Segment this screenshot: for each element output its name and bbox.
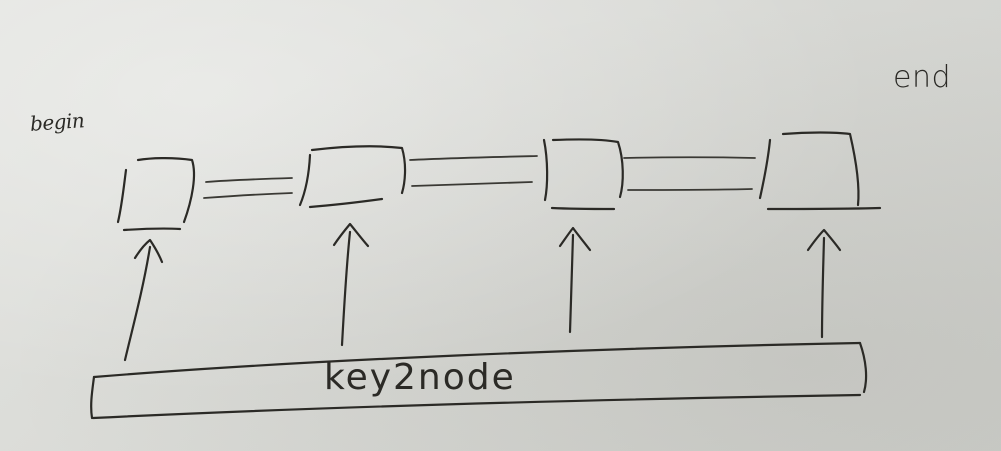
list-node-1 bbox=[116, 157, 196, 232]
list-node-4 bbox=[758, 131, 882, 211]
begin-label: begin bbox=[29, 108, 85, 136]
link-2-3 bbox=[409, 155, 538, 187]
list-node-3 bbox=[542, 138, 624, 211]
key2node-label: key2node bbox=[324, 357, 516, 398]
pointer-arrow-2 bbox=[332, 222, 370, 347]
link-1-2 bbox=[203, 177, 293, 199]
pointer-arrow-3 bbox=[558, 226, 592, 334]
link-3-4 bbox=[623, 156, 756, 191]
pointer-arrow-1 bbox=[123, 238, 164, 362]
end-label: end bbox=[893, 60, 952, 95]
pointer-arrow-4 bbox=[806, 228, 842, 339]
list-node-2 bbox=[298, 145, 407, 209]
key2node-box bbox=[90, 341, 868, 420]
